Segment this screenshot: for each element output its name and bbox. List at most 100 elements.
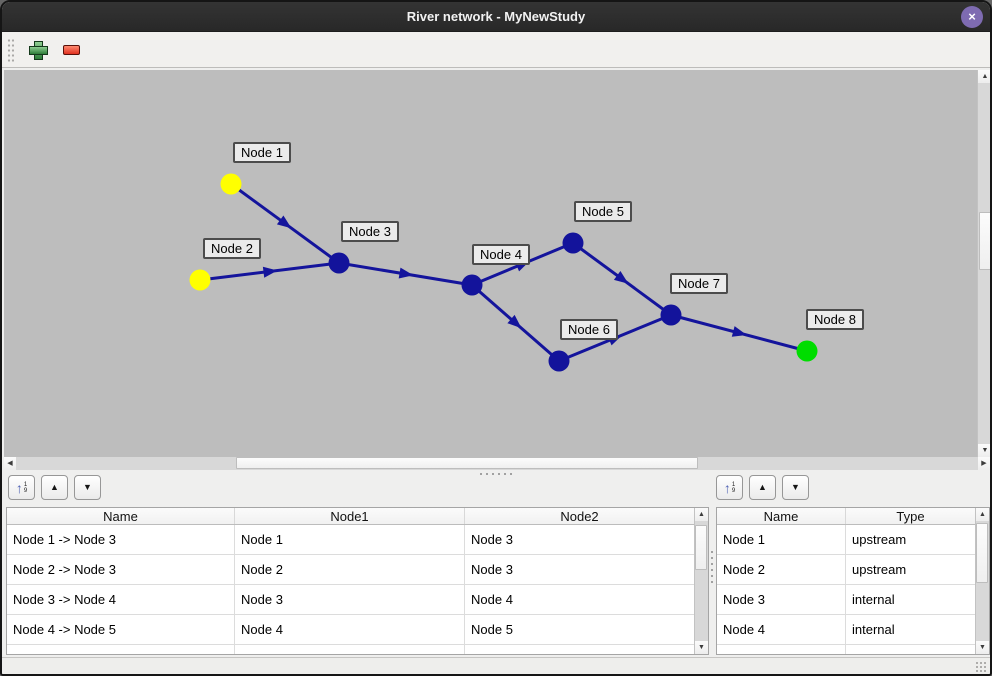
network-node[interactable] bbox=[328, 252, 350, 274]
node-label[interactable]: Node 3 bbox=[341, 221, 399, 242]
table-cell: Node 4 -> Node 5 bbox=[7, 615, 235, 644]
scroll-down-button[interactable]: ▼ bbox=[976, 641, 989, 654]
window-title: River network - MyNewStudy bbox=[406, 9, 586, 24]
table-cell: internal bbox=[846, 585, 976, 614]
arrow-up-icon: ▲ bbox=[698, 511, 705, 518]
network-node[interactable] bbox=[220, 173, 242, 195]
node-label[interactable]: Node 1 bbox=[233, 142, 291, 163]
scroll-right-button[interactable]: ▶ bbox=[978, 457, 990, 470]
scrollbar-track[interactable] bbox=[976, 521, 989, 641]
table-row[interactable] bbox=[717, 645, 989, 654]
add-plus-icon bbox=[28, 41, 48, 60]
canvas-vertical-scrollbar[interactable]: ▲ ▼ bbox=[977, 70, 990, 457]
network-node[interactable] bbox=[461, 274, 483, 296]
network-node[interactable] bbox=[660, 304, 682, 326]
arrow-left-icon: ◀ bbox=[7, 460, 13, 467]
toolbar-drag-handle[interactable] bbox=[7, 37, 14, 62]
table-cell: Node 1 bbox=[717, 525, 846, 554]
table-cell bbox=[235, 645, 465, 654]
scroll-down-button[interactable]: ▼ bbox=[978, 444, 990, 457]
column-header[interactable]: Name bbox=[717, 508, 846, 524]
network-node[interactable] bbox=[796, 340, 818, 362]
main-toolbar bbox=[2, 32, 990, 68]
network-node[interactable] bbox=[548, 350, 570, 372]
resize-grip[interactable] bbox=[975, 661, 987, 673]
scrollbar-thumb[interactable] bbox=[236, 457, 698, 469]
node-label[interactable]: Node 7 bbox=[670, 273, 728, 294]
scroll-left-button[interactable]: ◀ bbox=[4, 457, 16, 470]
titlebar[interactable]: River network - MyNewStudy × bbox=[2, 2, 990, 32]
table-cell: Node 5 bbox=[465, 615, 695, 644]
network-node[interactable] bbox=[189, 269, 211, 291]
nodes-move-up-button[interactable]: ▲ bbox=[749, 475, 776, 500]
table-cell: internal bbox=[846, 615, 976, 644]
scroll-down-button[interactable]: ▼ bbox=[695, 641, 708, 654]
node-label[interactable]: Node 2 bbox=[203, 238, 261, 259]
down-triangle-icon: ▼ bbox=[83, 482, 92, 492]
add-node-button[interactable] bbox=[24, 37, 50, 63]
table-cell: Node 2 bbox=[235, 555, 465, 584]
canvas-horizontal-scrollbar[interactable]: ◀ ▶ bbox=[4, 457, 990, 470]
edge-arrow-icon bbox=[731, 326, 747, 337]
scrollbar-thumb[interactable] bbox=[979, 212, 990, 270]
scroll-up-button[interactable]: ▲ bbox=[978, 70, 990, 83]
table-cell: Node 3 bbox=[465, 525, 695, 554]
status-bar bbox=[2, 657, 990, 674]
node-label[interactable]: Node 5 bbox=[574, 201, 632, 222]
column-header[interactable]: Type bbox=[846, 508, 976, 524]
table-cell: Node 3 bbox=[235, 585, 465, 614]
column-header[interactable]: Name bbox=[7, 508, 235, 524]
scrollbar-track[interactable] bbox=[695, 521, 708, 641]
table-cell bbox=[717, 645, 846, 654]
table-row[interactable] bbox=[7, 645, 708, 654]
links-move-down-button[interactable]: ▼ bbox=[74, 475, 101, 500]
horizontal-splitter[interactable] bbox=[2, 470, 990, 477]
vertical-splitter[interactable] bbox=[709, 477, 714, 657]
edge-arrow-icon bbox=[398, 267, 414, 279]
nodes-table-scrollbar[interactable]: ▲ ▼ bbox=[975, 508, 989, 654]
splitter-handle-dots bbox=[478, 471, 514, 476]
links-move-up-button[interactable]: ▲ bbox=[41, 475, 68, 500]
scroll-up-button[interactable]: ▲ bbox=[695, 508, 708, 521]
table-cell: Node 4 bbox=[717, 615, 846, 644]
network-canvas[interactable]: Node 1 Node 2 Node 3 Node 4 Node 5 Node 6 Node… bbox=[4, 70, 977, 457]
column-header[interactable]: Node2 bbox=[465, 508, 695, 524]
remove-node-button[interactable] bbox=[58, 37, 84, 63]
table-cell: Node 3 -> Node 4 bbox=[7, 585, 235, 614]
splitter-handle-dots bbox=[709, 549, 714, 585]
scroll-up-button[interactable]: ▲ bbox=[976, 508, 989, 521]
network-node[interactable] bbox=[562, 232, 584, 254]
node-label[interactable]: Node 4 bbox=[472, 244, 530, 265]
column-header[interactable]: Node1 bbox=[235, 508, 465, 524]
links-table-scrollbar[interactable]: ▲ ▼ bbox=[694, 508, 708, 654]
scrollbar-thumb[interactable] bbox=[976, 523, 988, 583]
scrollbar-thumb[interactable] bbox=[695, 525, 707, 570]
nodes-move-down-button[interactable]: ▼ bbox=[782, 475, 809, 500]
node-label[interactable]: Node 6 bbox=[560, 319, 618, 340]
node-label[interactable]: Node 8 bbox=[806, 309, 864, 330]
scrollbar-track[interactable] bbox=[16, 457, 978, 470]
table-cell: upstream bbox=[846, 525, 976, 554]
close-button[interactable]: × bbox=[961, 6, 983, 28]
table-cell: Node 3 bbox=[465, 555, 695, 584]
table-cell bbox=[7, 645, 235, 654]
scrollbar-track[interactable] bbox=[978, 83, 990, 444]
